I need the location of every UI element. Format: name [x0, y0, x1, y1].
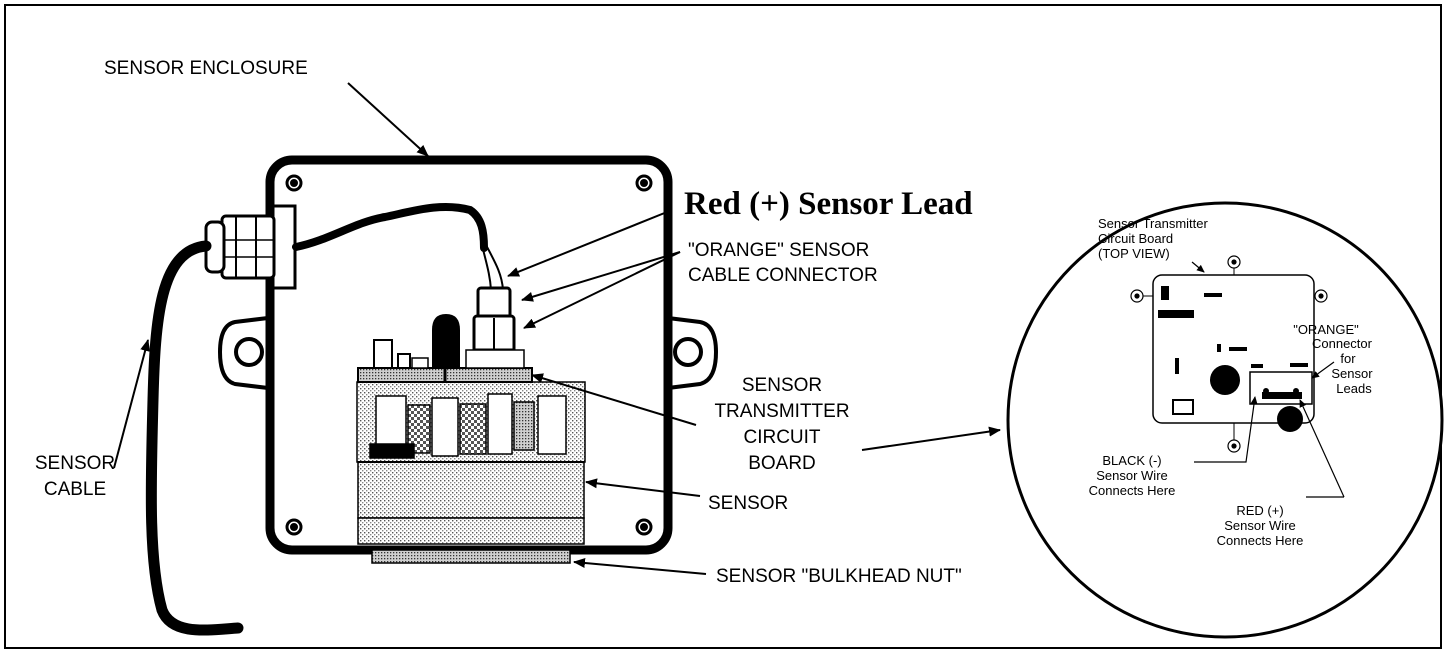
detail-orange-connector-line3: for: [1340, 351, 1356, 366]
callout-arrows: [113, 82, 1001, 575]
label-red-sensor-lead: Red (+) Sensor Lead: [684, 186, 973, 222]
detail-orange-connector-line1: "ORANGE": [1293, 322, 1359, 337]
sensor-components: [369, 393, 567, 459]
detail-black-wire-line3: Connects Here: [1088, 483, 1176, 498]
figure-frame: [4, 4, 1442, 649]
detail-orange-connector-line5: Leads: [1336, 381, 1372, 396]
internal-cable: [292, 203, 488, 252]
detail-black-wire-line1: BLACK (-): [1102, 453, 1162, 468]
label-sensor-cable-line1: SENSOR: [34, 453, 116, 474]
label-transmitter-board-line3: CIRCUIT: [743, 427, 821, 448]
detail-orange-connector-line2: Connector: [1312, 336, 1372, 351]
cable-gland: [204, 204, 297, 290]
detail-red-wire-line2: Sensor Wire: [1224, 518, 1296, 533]
bulkhead-nut: [371, 549, 571, 564]
label-sensor-cable-line2: CABLE: [43, 479, 107, 500]
sensor-lead-wires: [481, 244, 504, 291]
detail-board-title-line2: Circuit Board: [1098, 231, 1174, 246]
detail-black-wire-line2: Sensor Wire: [1096, 468, 1168, 483]
detail-red-wire-line1: RED (+): [1236, 503, 1284, 518]
label-sensor-enclosure: SENSOR ENCLOSURE: [104, 58, 308, 79]
sensor-cable: [145, 240, 244, 636]
mounting-tab-left: [217, 316, 269, 390]
detail-leader-lines: [1191, 261, 1345, 498]
label-sensor: SENSOR: [708, 493, 789, 514]
label-transmitter-board-line2: TRANSMITTER: [714, 401, 850, 422]
mounting-tab-right: [667, 316, 719, 390]
label-orange-connector-line1: "ORANGE" SENSOR: [688, 240, 870, 261]
enclosure-screws: [285, 174, 653, 536]
label-transmitter-board-line4: BOARD: [748, 453, 816, 474]
detail-orange-connector-line4: Sensor: [1331, 366, 1373, 381]
detail-board-top-view: [1130, 255, 1328, 453]
detail-board-title-line3: (TOP VIEW): [1098, 246, 1170, 261]
label-orange-connector-line2: CABLE CONNECTOR: [688, 265, 878, 286]
label-bulkhead-nut: SENSOR "BULKHEAD NUT": [716, 566, 962, 587]
transmitter-circuit-board: [357, 314, 533, 383]
detail-board-title-line1: Sensor Transmitter: [1098, 216, 1208, 231]
detail-red-wire-line3: Connects Here: [1216, 533, 1304, 548]
label-transmitter-board-line1: SENSOR: [741, 375, 823, 396]
